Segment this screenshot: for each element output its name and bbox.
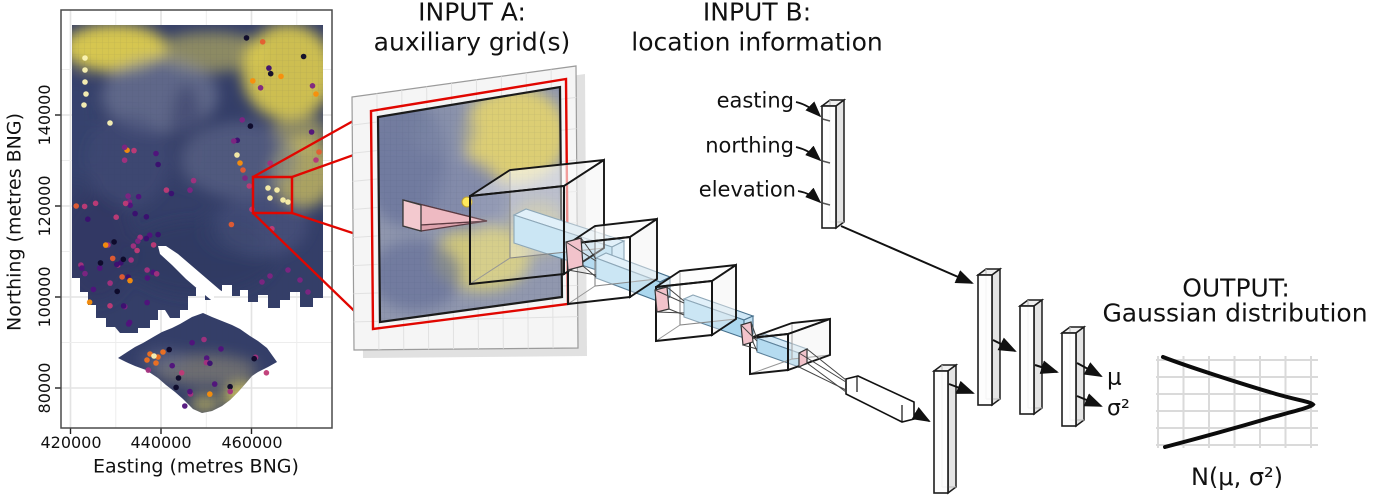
- mu-output-label: μ: [1107, 364, 1122, 391]
- feature-label-easting: easting: [716, 88, 794, 113]
- distribution-formula-label: N(μ, σ²): [1190, 463, 1284, 491]
- map-observation-points: [73, 35, 322, 409]
- map-y-axis-title: Northing (metres BNG): [3, 112, 26, 332]
- flow-arrows: [795, 101, 1103, 422]
- output-title-line1: OUTPUT:: [1182, 273, 1290, 303]
- map-y-tick-label: 140000: [35, 84, 54, 146]
- input-b-title-line2: location information: [631, 27, 883, 57]
- input-b-feature-vector: [819, 98, 847, 230]
- map-panel-border: [60, 9, 333, 429]
- feature-label-elevation: elevation: [698, 177, 796, 202]
- map-y-tick-label: 120000: [35, 175, 54, 237]
- cnn-convolution-stack: [469, 158, 915, 423]
- input-a-title-line1: INPUT A:: [418, 0, 526, 27]
- dense-layer-bars: [931, 267, 1087, 495]
- map-x-tick-label: 420000: [40, 433, 102, 452]
- map-axis-ticks: [55, 114, 253, 434]
- map-y-tick-label: 100000: [35, 266, 54, 328]
- map-x-tick-label: 440000: [130, 433, 192, 452]
- feature-label-northing: northing: [705, 133, 794, 158]
- sigma-squared-output-label: σ²: [1107, 396, 1130, 421]
- map-x-tick-label: 460000: [221, 433, 283, 452]
- map-x-axis-title: Easting (metres BNG): [93, 455, 299, 478]
- input-a-title-line2: auxiliary grid(s): [373, 27, 571, 57]
- map-y-tick-label: 80000: [35, 362, 54, 414]
- output-title-line2: Gaussian distribution: [1102, 298, 1368, 328]
- gaussian-output-plot: [1156, 355, 1318, 449]
- input-b-title-line1: INPUT B:: [702, 0, 812, 27]
